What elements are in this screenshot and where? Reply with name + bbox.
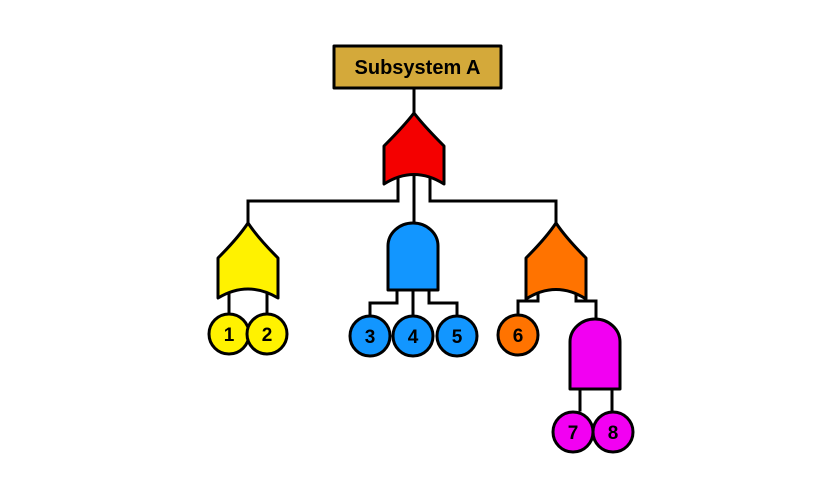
and-gate-bottom [568,317,622,391]
basic-event-label: 3 [365,327,376,348]
or-gate-left [216,221,280,300]
wire-event-6 [516,287,540,317]
basic-event-label: 5 [452,327,463,348]
top-event-label: Subsystem A [355,57,481,79]
basic-event-4: 4 [391,314,435,358]
wire-or-right-input [428,176,558,225]
basic-event-label: 2 [262,325,273,346]
basic-event-circle [496,313,540,357]
basic-event-circle [348,314,392,358]
basic-event-2: 2 [245,312,289,356]
basic-event-circle [391,314,435,358]
basic-event-3: 3 [348,314,392,358]
and-gate-middle [386,221,440,292]
wire-or-left-input [246,176,400,225]
basic-event-circle [435,314,479,358]
basic-event-5: 5 [435,314,479,358]
basic-event-6: 6 [496,313,540,357]
top-event: Subsystem A [332,44,503,90]
basic-event-circle [591,410,635,454]
basic-event-label: 1 [224,325,235,346]
top-event-box [332,44,503,90]
basic-event-circle [245,312,289,356]
basic-event-label: 6 [513,326,524,347]
basic-event-label: 4 [408,327,419,348]
basic-event-7: 7 [551,410,595,454]
basic-event-1: 1 [207,312,251,356]
basic-event-8: 8 [591,410,635,454]
basic-event-label: 8 [608,423,619,444]
or-gate-right [524,221,588,301]
or-gate-top [382,111,446,186]
basic-event-label: 7 [568,423,579,444]
wire-event-3 [368,288,399,318]
wire-event-5 [427,288,459,318]
basic-events: 1 2 3 4 5 6 7 8 [207,312,635,454]
